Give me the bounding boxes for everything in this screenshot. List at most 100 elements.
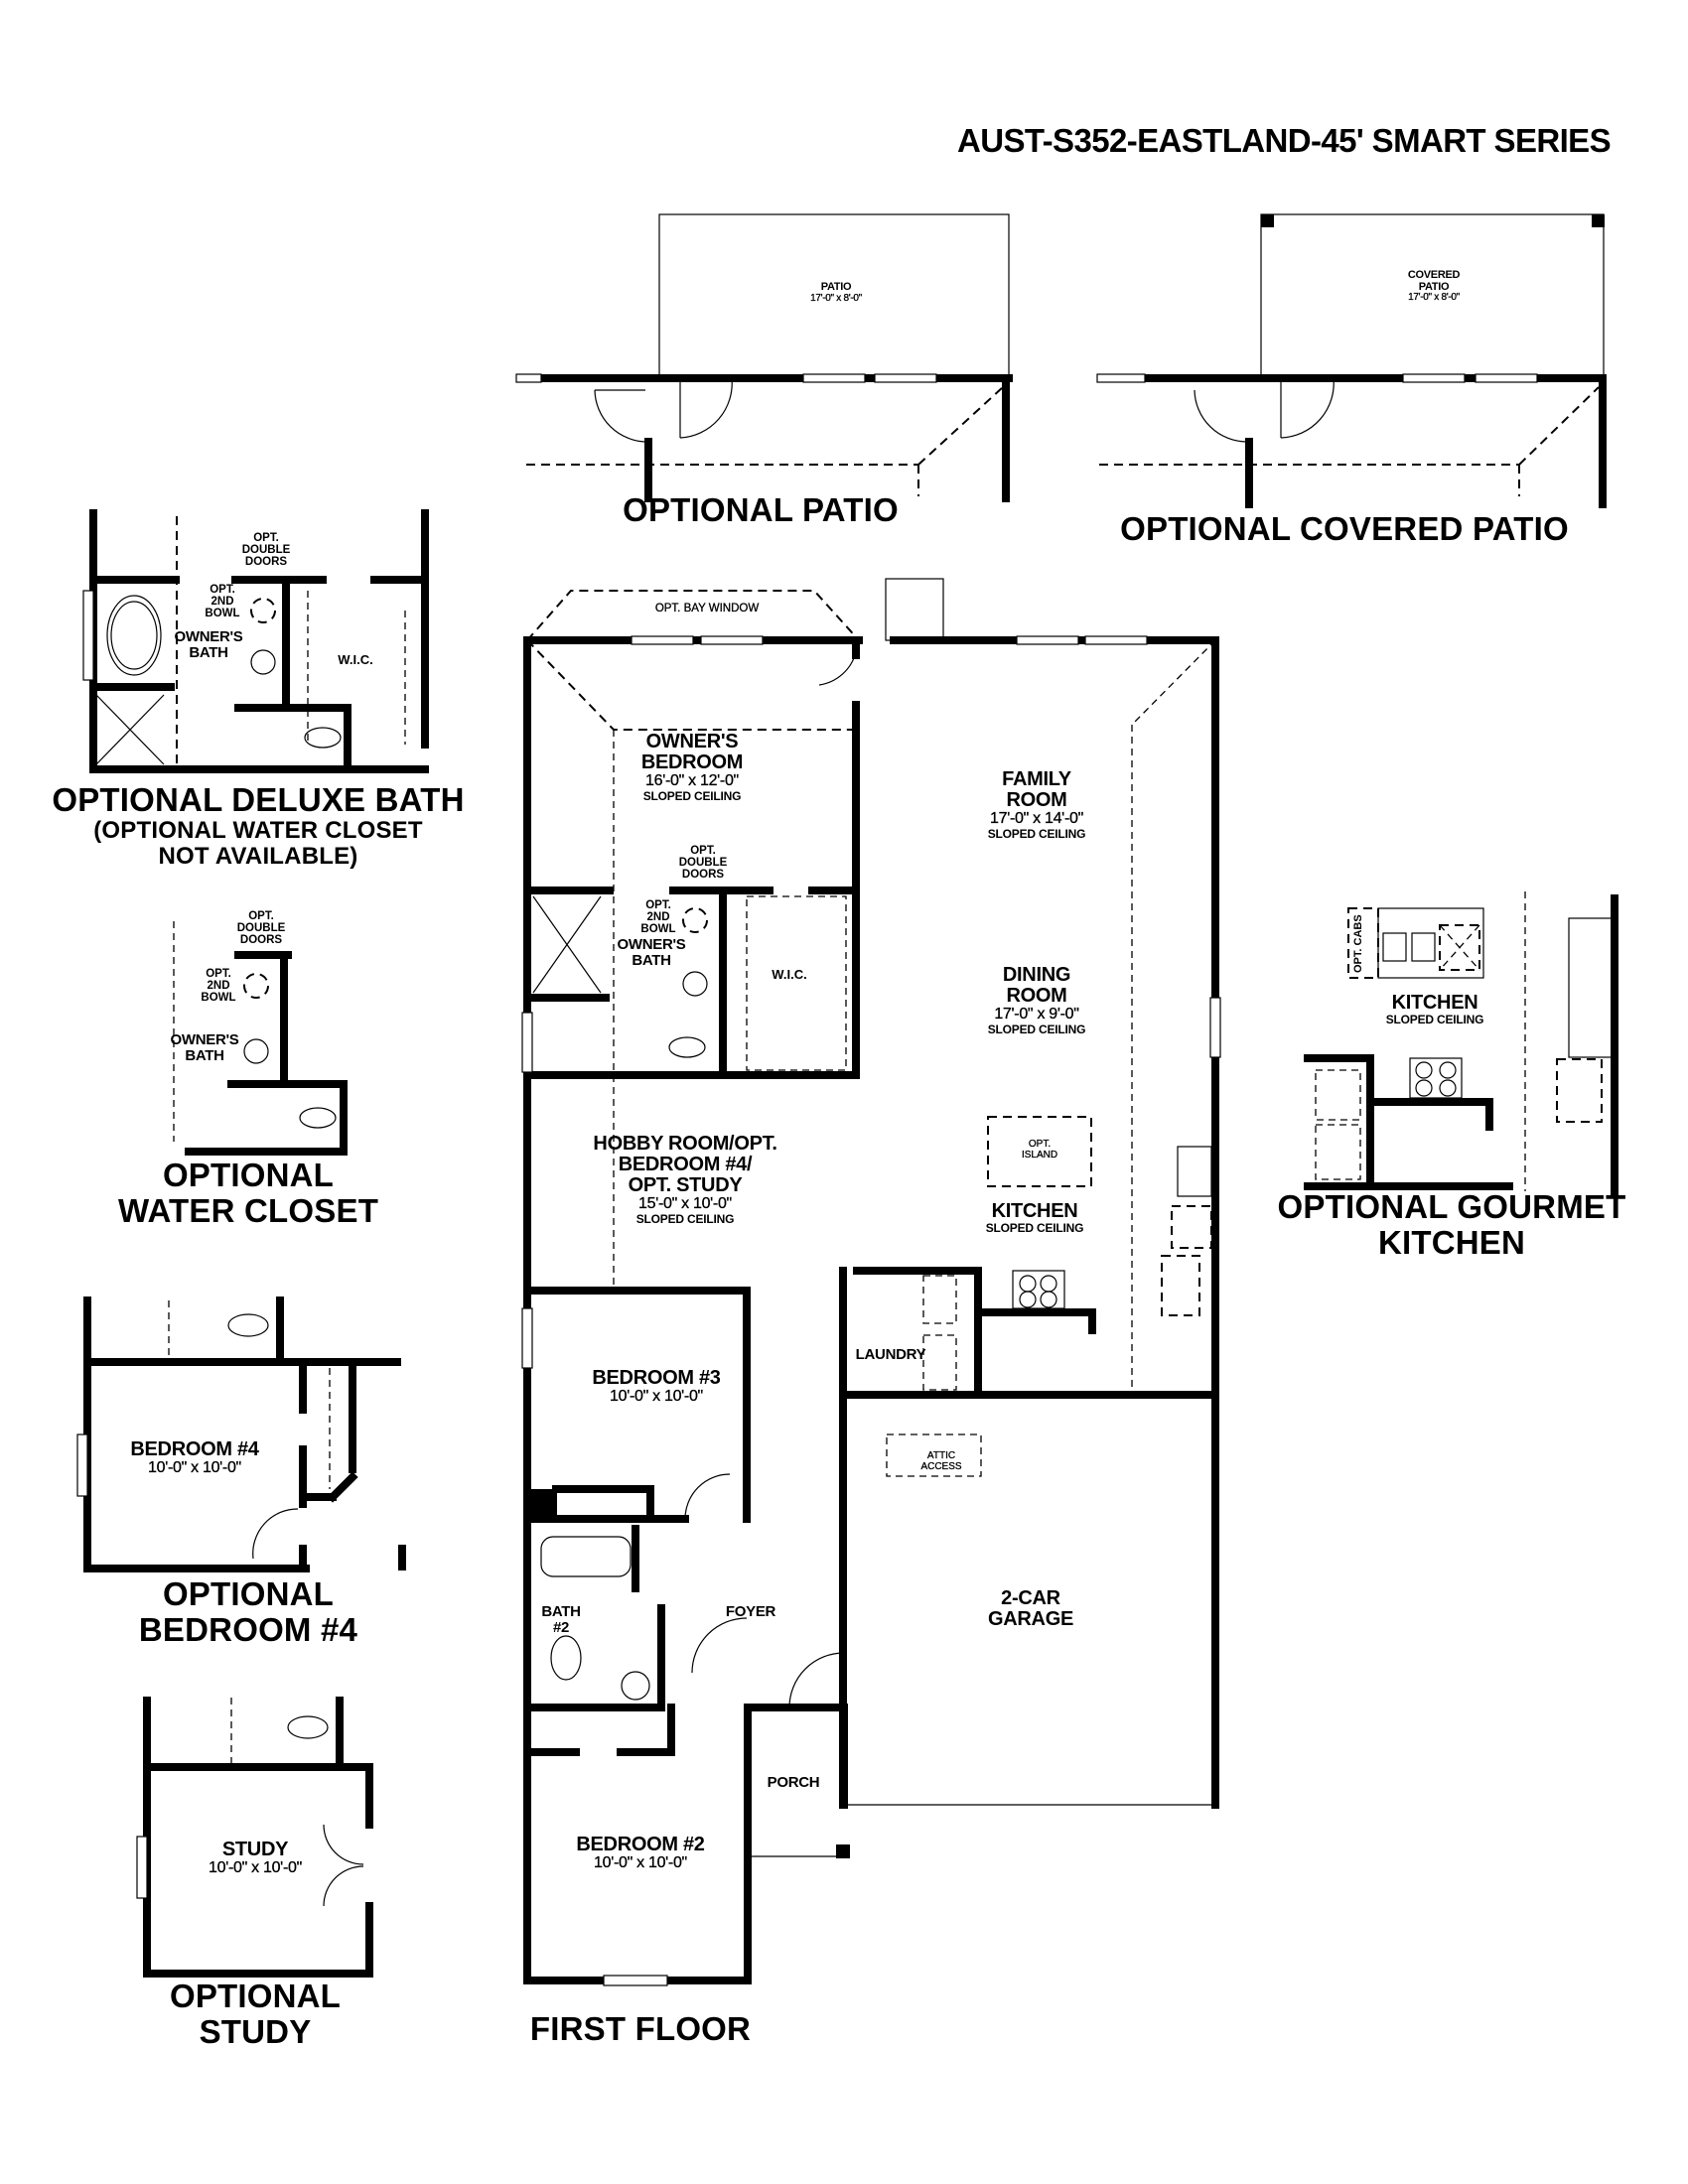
room-dimensions: 16'-0" x 12'-0" xyxy=(645,772,740,789)
opt-island-note: OPT. ISLAND xyxy=(1022,1139,1057,1160)
note-line: ATTIC xyxy=(926,1450,956,1461)
optional-study-room-label: STUDY 10'-0" x 10'-0" xyxy=(209,1839,303,1877)
bedroom-2-label: BEDROOM #2 10'-0" x 10'-0" xyxy=(576,1834,705,1872)
laundry-label: LAUNDRY xyxy=(856,1347,926,1363)
room-name-line: BEDROOM xyxy=(640,751,744,773)
room-name: BEDROOM #3 xyxy=(592,1367,721,1389)
room-name-line: HOBBY ROOM/OPT. xyxy=(593,1133,777,1155)
title-line: STUDY xyxy=(199,2012,312,2050)
opt-bay-window-note: OPT. BAY WINDOW xyxy=(654,603,760,614)
optional-study-title: OPTIONAL STUDY xyxy=(170,1979,341,2049)
covered-patio-line1: COVERED xyxy=(1407,269,1461,281)
patio-dimensions: 17'-0" x 8'-0" xyxy=(810,292,862,304)
patio-room-label: PATIO 17'-0" x 8'-0" xyxy=(810,281,862,304)
note-line: OPT. xyxy=(210,584,235,596)
porch-label: PORCH xyxy=(768,1775,820,1791)
document-title: AUST-S352-EASTLAND-45' SMART SERIES xyxy=(957,122,1612,159)
room-note: SLOPED CEILING xyxy=(985,1221,1084,1235)
optional-deluxe-bath-drawing xyxy=(82,509,429,773)
room-dimensions: 10'-0" x 10'-0" xyxy=(148,1459,242,1476)
optional-gourmet-kitchen-drawing xyxy=(1304,891,1618,1195)
foyer-label: FOYER xyxy=(726,1604,775,1620)
note-line: BOWL xyxy=(205,608,240,620)
title-line: WATER CLOSET xyxy=(117,1191,379,1229)
room-name-line: OWNER'S xyxy=(170,1031,239,1048)
deluxe-bath-opt-2nd-bowl-note: OPT. 2ND BOWL xyxy=(205,584,239,619)
optional-gourmet-kitchen-title: OPTIONAL GOURMET KITCHEN xyxy=(1278,1189,1626,1260)
kitchen-label: KITCHEN SLOPED CEILING xyxy=(986,1201,1084,1235)
room-name: STUDY xyxy=(221,1839,289,1860)
note-line: BOWL xyxy=(640,923,676,936)
note-line: DOUBLE xyxy=(678,857,728,870)
note-line: DOORS xyxy=(239,934,283,947)
note-line: OPT. xyxy=(253,532,279,544)
room-name: PORCH xyxy=(767,1774,820,1791)
room-name-line: #2 xyxy=(552,1618,570,1636)
room-name-line: OWNER'S xyxy=(174,628,243,645)
bath-2-label: BATH #2 xyxy=(541,1603,581,1636)
note-line: DOUBLE xyxy=(236,922,286,935)
optional-water-closet-drawing xyxy=(173,921,348,1156)
deluxe-bath-wic-label: W.I.C. xyxy=(338,652,373,667)
room-name: KITCHEN xyxy=(1391,992,1478,1014)
owners-bedroom-label: OWNER'S BEDROOM 16'-0" x 12'-0" SLOPED C… xyxy=(640,731,744,803)
water-closet-opt-double-doors-note: OPT. DOUBLE DOORS xyxy=(237,910,286,946)
room-note: SLOPED CEILING xyxy=(642,788,742,803)
room-name-line: 2-CAR xyxy=(1001,1587,1060,1609)
gourmet-kitchen-label: KITCHEN SLOPED CEILING xyxy=(1386,993,1484,1026)
title-line: OPTIONAL xyxy=(162,1157,335,1193)
room-note: SLOPED CEILING xyxy=(1385,1013,1484,1026)
optional-bedroom-4-drawing xyxy=(76,1297,406,1572)
hobby-room-label: HOBBY ROOM/OPT. BEDROOM #4/ OPT. STUDY 1… xyxy=(593,1134,776,1225)
title-line: BEDROOM #4 xyxy=(138,1610,358,1648)
note-line: ACCESS xyxy=(920,1460,962,1472)
deluxe-bath-opt-double-doors-note: OPT. DOUBLE DOORS xyxy=(242,532,291,568)
note-line: OPT. xyxy=(690,845,716,857)
bedroom-3-label: BEDROOM #3 10'-0" x 10'-0" xyxy=(592,1367,721,1406)
room-name-line: BATH xyxy=(189,643,228,661)
optional-patio-drawing xyxy=(515,213,1013,502)
room-note: SLOPED CEILING xyxy=(987,1022,1086,1036)
family-room-label: FAMILY ROOM 17'-0" x 14'-0" SLOPED CEILI… xyxy=(988,769,1086,840)
room-name-line: BATH xyxy=(632,951,671,969)
room-name-line: DINING xyxy=(1002,964,1071,986)
deluxe-bath-owners-bath-label: OWNER'S BATH xyxy=(175,629,243,661)
optional-patio-title: OPTIONAL PATIO xyxy=(623,491,899,528)
room-name-line: BATH xyxy=(541,1603,581,1620)
room-note: SLOPED CEILING xyxy=(987,826,1086,841)
note-line: 2ND xyxy=(211,596,234,609)
note-line: OPT. xyxy=(645,899,671,911)
note-line: DOUBLE xyxy=(241,544,291,557)
owners-bath-opt-double-doors-note: OPT. DOUBLE DOORS xyxy=(679,845,728,881)
room-name: BEDROOM #2 xyxy=(576,1834,705,1855)
optional-bedroom-4-title: OPTIONAL BEDROOM #4 xyxy=(139,1576,357,1647)
room-name-line: BEDROOM #4/ xyxy=(618,1154,753,1175)
room-name-line: GARAGE xyxy=(988,1608,1073,1630)
optional-covered-patio-title: OPTIONAL COVERED PATIO xyxy=(1120,510,1569,547)
attic-access-note: ATTIC ACCESS xyxy=(920,1450,962,1472)
note-line: OPT. xyxy=(1028,1139,1052,1150)
patio-name: PATIO xyxy=(820,281,852,293)
covered-patio-room-label: COVERED PATIO 17'-0" x 8'-0" xyxy=(1407,269,1461,304)
note-line: 2ND xyxy=(207,980,230,993)
room-name-line: OPT. STUDY xyxy=(628,1174,743,1196)
note-line: DOORS xyxy=(244,556,288,569)
first-floor-title: FIRST FLOOR xyxy=(529,2010,752,2047)
covered-patio-dimensions: 17'-0" x 8'-0" xyxy=(1408,292,1460,304)
garage-label: 2-CAR GARAGE xyxy=(988,1588,1073,1630)
opt-cabs-note: OPT. CABS xyxy=(1352,914,1364,973)
room-name: BEDROOM #4 xyxy=(130,1438,259,1460)
note-line: OPT. xyxy=(206,968,231,980)
room-name-line: OWNER'S xyxy=(645,731,739,752)
room-note: SLOPED CEILING xyxy=(635,1211,735,1226)
room-name: LAUNDRY xyxy=(855,1346,926,1363)
first-floor-drawing xyxy=(521,578,1221,1986)
note-line: 2ND xyxy=(646,911,670,924)
room-dimensions: 17'-0" x 9'-0" xyxy=(994,1006,1079,1023)
optional-bedroom-4-room-label: BEDROOM #4 10'-0" x 10'-0" xyxy=(130,1438,259,1477)
title-line: KITCHEN xyxy=(1377,1223,1526,1261)
title-line: OPTIONAL xyxy=(162,1575,335,1612)
room-dimensions: 10'-0" x 10'-0" xyxy=(594,1854,688,1871)
owners-bath-label: OWNER'S BATH xyxy=(618,937,686,969)
